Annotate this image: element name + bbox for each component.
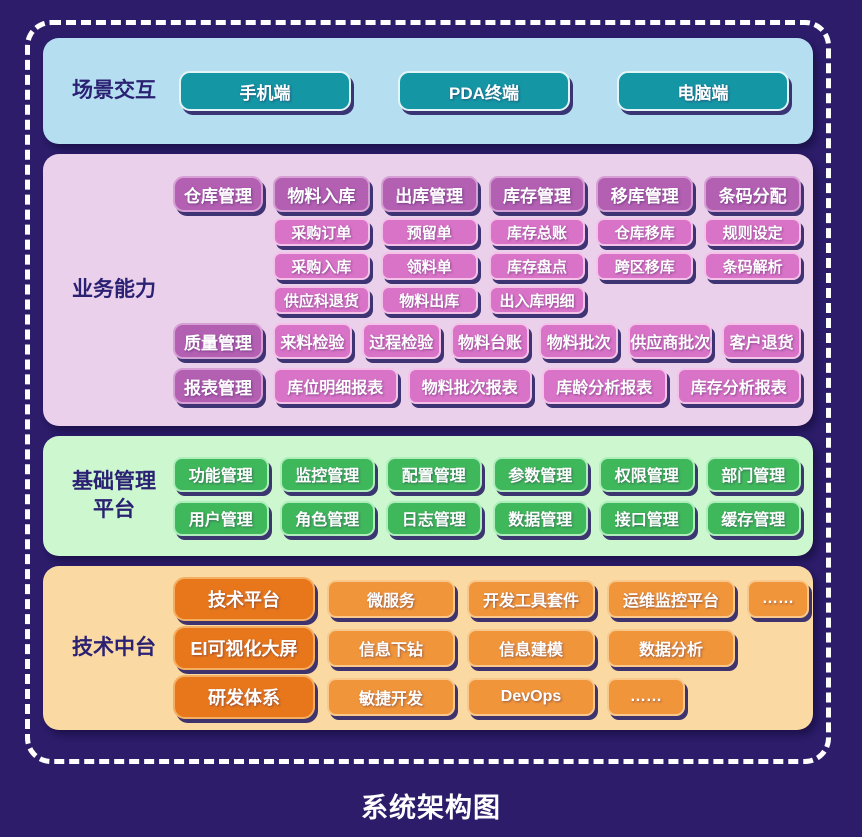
diagram-node: 跨区移库 [596, 252, 694, 280]
warehouse-row-4: 供应科退货 物料出库 出入库明细 [273, 286, 801, 314]
diagram-node: 运维监控平台 [607, 580, 735, 618]
diagram-node: 开发工具套件 [467, 580, 595, 618]
group-header-quality: 质量管理 [173, 323, 263, 359]
diagram-node-ellipsis: …… [747, 580, 809, 618]
diagram-node: 供应科退货 [273, 286, 370, 314]
diagram-node: 参数管理 [492, 456, 588, 492]
diagram-node: 信息建模 [467, 629, 595, 667]
diagram-node: 来料检验 [273, 323, 352, 359]
group-header-tech-platform: 技术平台 [173, 577, 315, 621]
diagram-node: 敏捷开发 [327, 678, 455, 716]
diagram-node: 物料出库 [380, 286, 478, 314]
diagram-node: 库存盘点 [488, 252, 586, 280]
diagram-node: 规则设定 [704, 218, 801, 246]
diagram-node: 库龄分析报表 [542, 368, 667, 404]
diagram-node: 条码分配 [704, 176, 801, 212]
diagram-node: 库存分析报表 [676, 368, 801, 404]
diagram-node: 权限管理 [599, 456, 695, 492]
diagram-node: 物料台账 [450, 323, 530, 359]
diagram-node: 监控管理 [279, 456, 375, 492]
diagram-node: 物料批次报表 [407, 368, 532, 404]
diagram-node: 移库管理 [596, 176, 694, 212]
warehouse-primary-row: 物料入库 出库管理 库存管理 移库管理 条码分配 [273, 176, 801, 212]
diagram-node: 库存总账 [488, 218, 586, 246]
tech-row-2: EI可视化大屏 信息下钻 信息建模 数据分析 [173, 626, 809, 670]
diagram-node: 微服务 [327, 580, 455, 618]
diagram-node: 仓库移库 [596, 218, 694, 246]
section-label-tech: 技术中台 [72, 635, 156, 659]
diagram-node: 数据管理 [492, 500, 588, 536]
diagram-node: 供应商批次 [628, 323, 713, 359]
diagram-node: 缓存管理 [705, 500, 801, 536]
platform-row-1: 功能管理 监控管理 配置管理 参数管理 权限管理 部门管理 [173, 456, 801, 492]
diagram-node: 数据分析 [607, 629, 735, 667]
quality-group: 质量管理 来料检验 过程检验 物料台账 物料批次 供应商批次 客户退货 [173, 323, 801, 359]
dashed-frame: 场景交互 手机端 PDA终端 电脑端 业务能力 仓库管理 物料入库 出库管理 库… [25, 20, 831, 764]
diagram-node: 预留单 [380, 218, 478, 246]
diagram-node: 条码解析 [704, 252, 801, 280]
section-label-platform-line1: 基础管理 [72, 469, 156, 493]
diagram-node: 功能管理 [173, 456, 269, 492]
diagram-node: 物料批次 [539, 323, 619, 359]
diagram-node: 角色管理 [279, 500, 375, 536]
diagram-node: 日志管理 [386, 500, 482, 536]
diagram-node: DevOps [467, 678, 595, 716]
platform-row-2: 用户管理 角色管理 日志管理 数据管理 接口管理 缓存管理 [173, 500, 801, 536]
section-label-platform-line2: 平台 [93, 498, 135, 521]
warehouse-row-2: 采购订单 预留单 库存总账 仓库移库 规则设定 [273, 218, 801, 246]
tech-content: 技术平台 微服务 开发工具套件 运维监控平台 …… EI可视化大屏 信息下钻 信… [173, 577, 809, 719]
diagram-node: 接口管理 [599, 500, 695, 536]
diagram-node: 信息下钻 [327, 629, 455, 667]
diagram-node: 用户管理 [173, 500, 269, 536]
tech-row-1: 技术平台 微服务 开发工具套件 运维监控平台 …… [173, 577, 809, 621]
node-pda-terminal: PDA终端 [398, 71, 570, 111]
diagram-node: 部门管理 [705, 456, 801, 492]
section-label-scene: 场景交互 [72, 78, 156, 102]
section-business-capability: 业务能力 仓库管理 物料入库 出库管理 库存管理 移库管理 条码分配 采购订单 … [43, 154, 813, 426]
diagram-node: 采购订单 [273, 218, 370, 246]
group-header-ei-screen: EI可视化大屏 [173, 626, 315, 670]
business-content: 仓库管理 物料入库 出库管理 库存管理 移库管理 条码分配 采购订单 预留单 库… [173, 162, 801, 418]
diagram-node: 过程检验 [361, 323, 441, 359]
group-header-report: 报表管理 [173, 368, 263, 404]
section-scene-interaction: 场景交互 手机端 PDA终端 电脑端 [43, 38, 813, 144]
diagram-node: 出库管理 [380, 176, 478, 212]
diagram-node: 出入库明细 [488, 286, 586, 314]
diagram-node-ellipsis: …… [607, 678, 685, 716]
diagram-node: 库位明细报表 [273, 368, 398, 404]
group-header-warehouse: 仓库管理 [173, 176, 263, 212]
report-group: 报表管理 库位明细报表 物料批次报表 库龄分析报表 库存分析报表 [173, 368, 801, 404]
scene-button-row: 手机端 PDA终端 电脑端 [173, 71, 801, 111]
diagram-node: 配置管理 [386, 456, 482, 492]
tech-row-3: 研发体系 敏捷开发 DevOps …… [173, 675, 809, 719]
page-title: 系统架构图 [361, 793, 501, 823]
warehouse-row-3: 采购入库 领料单 库存盘点 跨区移库 条码解析 [273, 252, 801, 280]
section-label-business: 业务能力 [72, 277, 156, 301]
diagram-node: 采购入库 [273, 252, 370, 280]
diagram-node: 领料单 [380, 252, 478, 280]
node-pc-client: 电脑端 [617, 71, 789, 111]
diagram-node: 物料入库 [273, 176, 370, 212]
section-base-platform: 基础管理 平台 功能管理 监控管理 配置管理 参数管理 权限管理 部门管理 用户… [43, 436, 813, 556]
node-mobile-client: 手机端 [179, 71, 351, 111]
diagram-node: 客户退货 [722, 323, 801, 359]
warehouse-group: 仓库管理 物料入库 出库管理 库存管理 移库管理 条码分配 采购订单 预留单 库… [173, 176, 801, 314]
diagram-node: 库存管理 [488, 176, 586, 212]
section-label-platform: 基础管理 平台 [55, 468, 173, 525]
section-tech-middle-platform: 技术中台 技术平台 微服务 开发工具套件 运维监控平台 …… EI可视化大屏 信… [43, 566, 813, 730]
platform-content: 功能管理 监控管理 配置管理 参数管理 权限管理 部门管理 用户管理 角色管理 … [173, 456, 801, 536]
warehouse-grid: 物料入库 出库管理 库存管理 移库管理 条码分配 采购订单 预留单 库存总账 仓… [273, 176, 801, 314]
group-header-rd-system: 研发体系 [173, 675, 315, 719]
